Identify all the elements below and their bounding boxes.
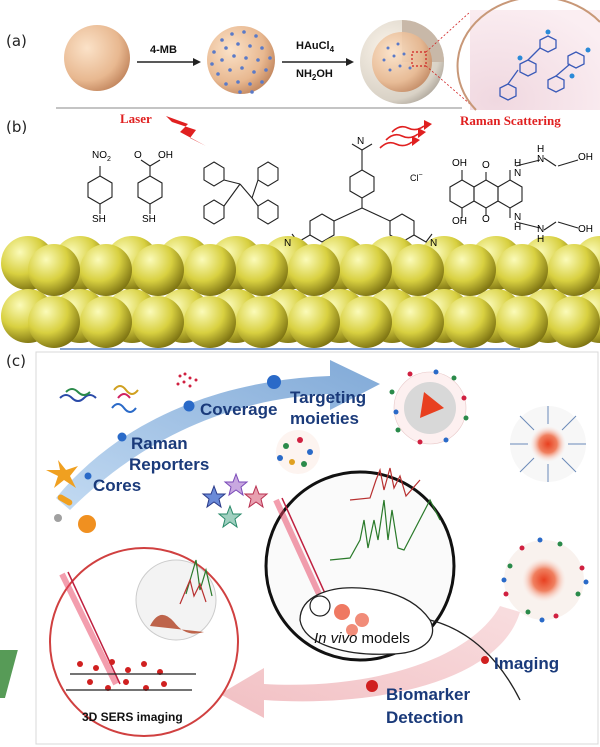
- cv-n-left: N: [284, 238, 292, 249]
- counterion-label: Cl−: [410, 172, 423, 183]
- cv-n-right: N: [430, 238, 438, 249]
- mx-oh-right-bottom: OH: [578, 224, 593, 235]
- mx-n-top: N: [537, 154, 545, 165]
- laser-bolt-icon: [166, 116, 206, 146]
- thiol-label-2: SH: [142, 214, 156, 225]
- cv-n-top: N: [357, 136, 365, 147]
- mx-oh-right-top: OH: [578, 152, 593, 163]
- cores-label: Cores: [93, 476, 142, 495]
- sers-imaging-label: 3D SERS imaging: [82, 710, 183, 724]
- mx-h-top: H: [537, 144, 545, 155]
- biomarker-detection-label-1: Biomarker: [386, 685, 471, 704]
- dna-dots: [176, 372, 198, 388]
- nanotag-targeted-2: [510, 406, 586, 482]
- reporter-stars: [201, 472, 269, 529]
- mx-h-mid: H: [514, 158, 522, 169]
- panel-label-a: (a): [6, 32, 27, 50]
- imaging-label: Imaging: [494, 654, 560, 673]
- mx-oh-bottom: OH: [452, 216, 467, 227]
- step-4mb-label: 4-MB: [150, 44, 177, 56]
- nitro-label: NO2: [92, 150, 111, 163]
- sers-imaging-circle: [0, 547, 239, 737]
- nanotag-targeted: [389, 369, 469, 445]
- mx-n-mid: N: [514, 168, 522, 179]
- progress-arrow-blue: [56, 360, 380, 510]
- panel-a-illustration: [56, 0, 600, 111]
- targeting-moieties-label-2: moieties: [290, 409, 359, 428]
- panel-label-c: (c): [6, 352, 26, 370]
- targeting-moieties-label-1: Targeting: [290, 388, 367, 407]
- raman-scattering-label: Raman Scattering: [460, 113, 561, 128]
- biomarker-detection-label-2: Detection: [386, 708, 464, 727]
- reporter-coated-bead: [207, 26, 275, 94]
- mx-o-top: O: [482, 160, 490, 171]
- core-particles: [46, 460, 96, 533]
- coverage-label: Coverage: [200, 400, 278, 419]
- carbonyl-o-label: O: [134, 150, 142, 161]
- targeting-moiety-cluster: [276, 430, 320, 474]
- mx-h-bottom: H: [537, 234, 545, 245]
- zoom-inset: [470, 10, 600, 110]
- mx-o-bottom: O: [482, 214, 490, 225]
- raman-reporters-label-1: Raman: [131, 434, 188, 453]
- nanotag-targeted-3: [501, 537, 589, 623]
- mx-oh-top: OH: [452, 158, 467, 169]
- step-nh2oh-label: NH2OH: [296, 68, 333, 83]
- in-vivo-circle: [264, 467, 521, 701]
- thiol-label-1: SH: [92, 214, 106, 225]
- laser-label: Laser: [120, 111, 152, 126]
- hydroxyl-label: OH: [158, 150, 173, 161]
- progress-arrow-pink: [220, 606, 520, 718]
- mx-n-mid2: N: [514, 212, 522, 223]
- raman-reporters-label-2: Reporters: [129, 455, 210, 474]
- gold-nanoparticle-layer: [1, 236, 600, 348]
- bare-bead: [64, 25, 130, 91]
- raman-wave-icon: [379, 120, 432, 149]
- panel-b-illustration: [1, 116, 600, 350]
- protein-structures: [59, 385, 139, 413]
- step-haucl4-label: HAuCl4: [296, 40, 335, 55]
- mx-h-mid2: H: [514, 222, 522, 233]
- panel-label-b: (b): [6, 118, 28, 136]
- in-vivo-models-label: In vivo models: [314, 630, 410, 647]
- mx-n-bottom: N: [537, 224, 545, 235]
